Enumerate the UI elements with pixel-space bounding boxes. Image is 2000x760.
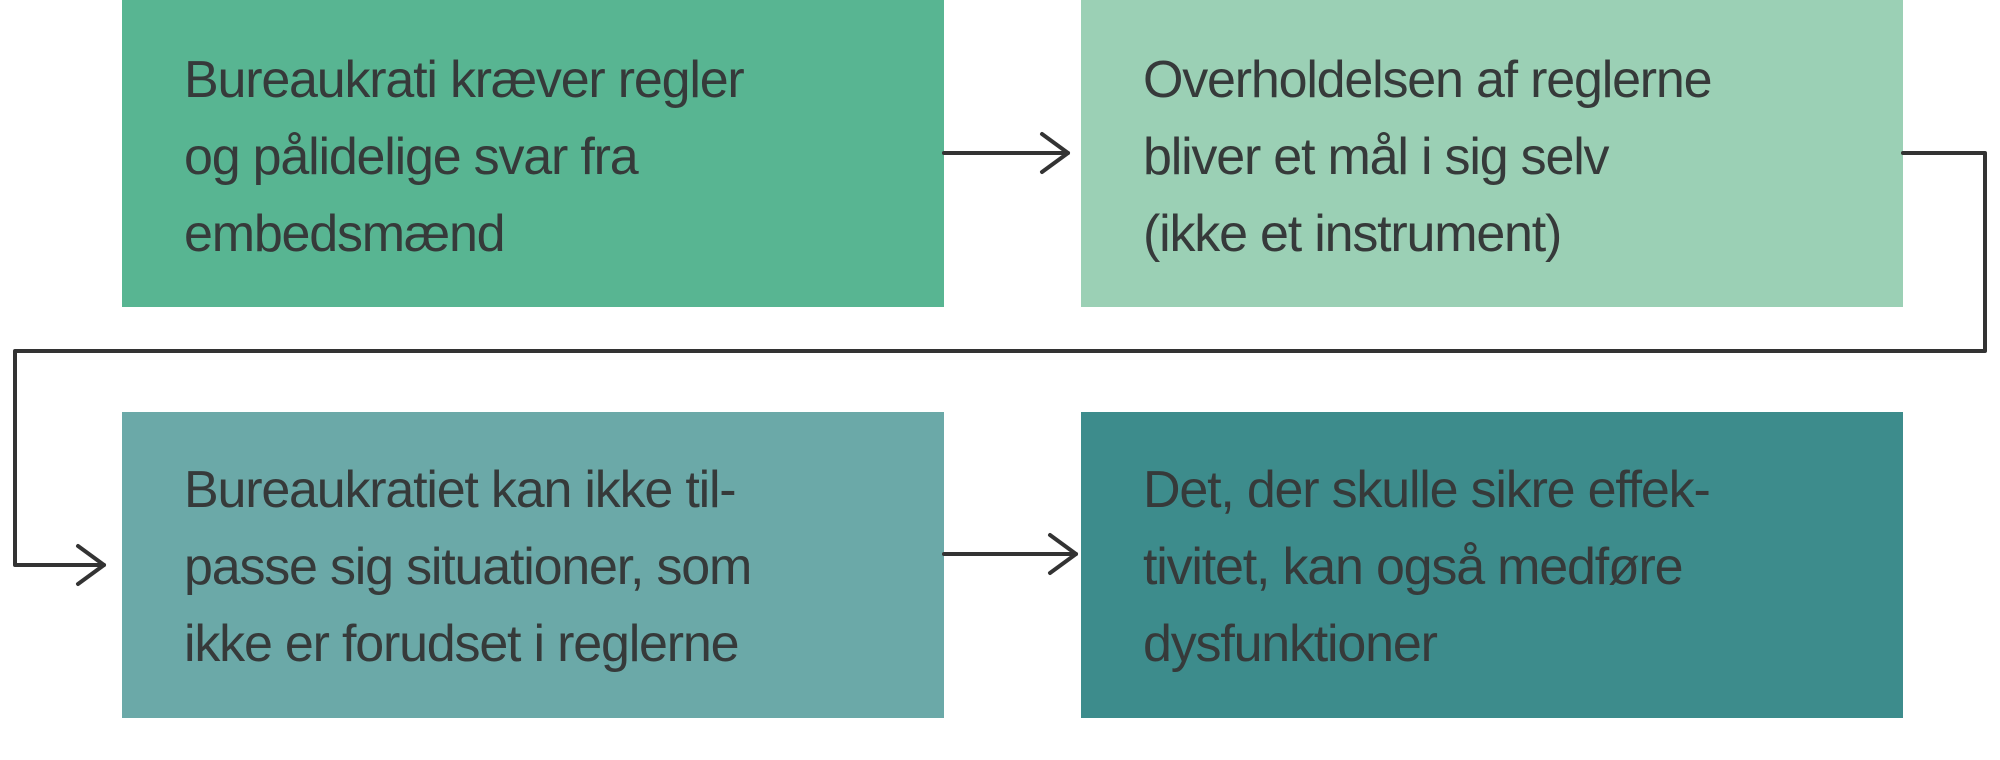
box-text-line: Bureaukratiet kan ikke til-	[184, 461, 737, 519]
box-text-line: passe sig situationer, som	[184, 538, 752, 596]
arrow-right-icon	[942, 132, 1070, 174]
box-text-line: (ikke et instrument)	[1143, 205, 1562, 263]
box-text-line: bliver et mål i sig selv	[1143, 128, 1610, 186]
box-text-line: Det, der skulle sikre effek-	[1143, 461, 1711, 519]
box-text-line: tivitet, kan også medføre	[1143, 538, 1684, 596]
box-text-line: dysfunktioner	[1143, 615, 1438, 673]
box-text-line: Bureaukrati kræver regler	[184, 51, 745, 109]
flow-box-compliance-goal: Overholdelsen af reglerne bliver et mål …	[1081, 0, 1903, 307]
box-text-line: Overholdelsen af reglerne	[1143, 51, 1713, 109]
flow-box-rules-required: Bureaukrati kræver regler og pålidelige …	[122, 0, 944, 307]
box-text-line: og pålidelige svar fra	[184, 128, 639, 186]
arrow-right-icon	[942, 533, 1078, 575]
box-text-line: embedsmænd	[184, 205, 506, 263]
box-text-line: ikke er forudset i reglerne	[184, 615, 740, 673]
flow-box-cannot-adapt: Bureaukratiet kan ikke til- passe sig si…	[122, 412, 944, 718]
flow-box-dysfunctions: Det, der skulle sikre effek- tivitet, ka…	[1081, 412, 1903, 718]
